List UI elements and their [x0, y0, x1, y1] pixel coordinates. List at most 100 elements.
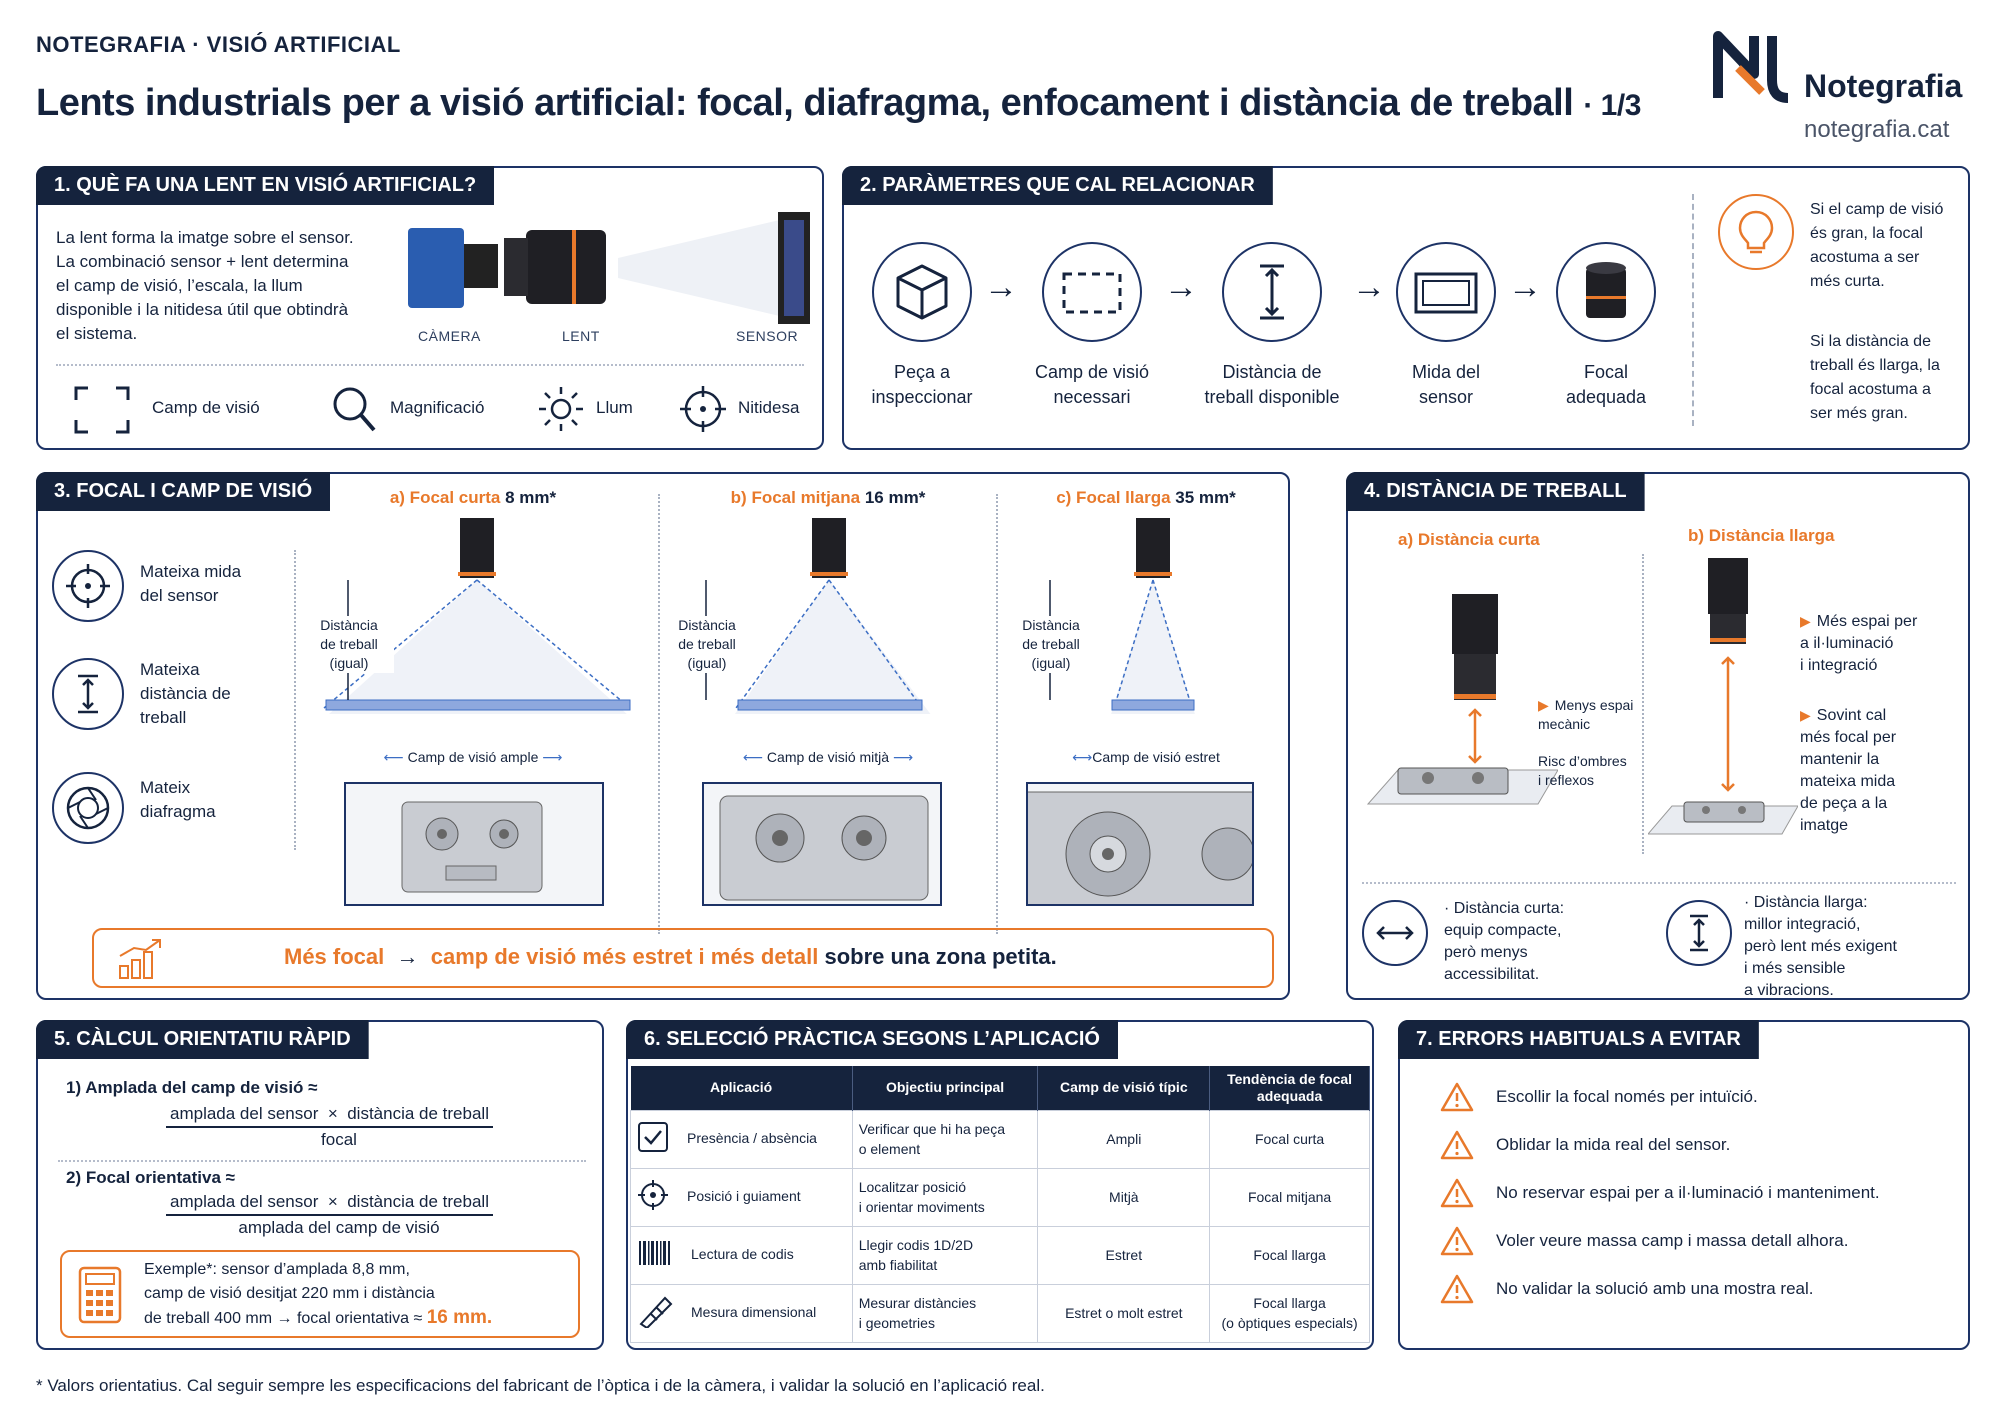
- warning-icon: [1440, 1082, 1474, 1112]
- step-sensor-circle: [1396, 242, 1496, 342]
- step-fov-circle: [1042, 242, 1142, 342]
- brand-name: Notegrafia: [1804, 68, 1963, 104]
- cell-fov: Estret o molt estret: [1037, 1283, 1211, 1343]
- calculator-icon: [78, 1266, 122, 1324]
- column-heading: b) Focal mitjana 16 mm*: [730, 488, 926, 507]
- growth-chart-icon: [119, 939, 161, 979]
- icon-label-magnification: Magnificació: [390, 398, 485, 417]
- column-heading: c) Focal llarga 35 mm*: [1056, 488, 1236, 507]
- cell-application: Mesura dimensional: [630, 1283, 853, 1343]
- lightbulb-icon: [1738, 210, 1774, 254]
- fov-narrow-label: ⟷Camp de visió estret: [1072, 749, 1220, 765]
- caption-sensor: SENSOR: [736, 328, 799, 344]
- step-focal-circle: [1556, 242, 1656, 342]
- aperture-icon: [66, 786, 110, 830]
- cell-application: Posició i guiament: [630, 1167, 853, 1227]
- camera-lens-sensor-illustration: [408, 212, 810, 324]
- formula-2-denominator: amplada del camp de visió: [238, 1218, 440, 1237]
- part-image-medium: [702, 782, 942, 906]
- magnify-icon: [333, 387, 376, 432]
- cell-fov: Estret: [1037, 1225, 1211, 1285]
- panel-what-lens-does: 1. QUÈ FA UNA LENT EN VISIÓ ARTIFICIAL? …: [36, 166, 824, 450]
- horizontal-arrows-circle: [1362, 900, 1428, 966]
- long-distance-summary: · Distància llarga:millor integració,per…: [1744, 894, 1897, 999]
- light-sun-icon: [539, 387, 583, 431]
- vertical-distance-icon: [1690, 914, 1708, 952]
- fov-cone-medium-illustration: [705, 518, 931, 714]
- part-illustration: [401, 801, 543, 893]
- same-aperture-circle: [52, 772, 124, 844]
- vertical-distance-icon: [78, 674, 98, 714]
- panel-1-title: 1. QUÈ FA UNA LENT EN VISIÓ ARTIFICIAL?: [36, 166, 495, 205]
- caliper-icon: [637, 1294, 673, 1333]
- error-item: Escollir la focal només per intuïció.: [1440, 1082, 1758, 1112]
- field-of-view-icon: [74, 386, 130, 434]
- cell-focal: Focal mitjana: [1209, 1167, 1370, 1227]
- panel-4-title: 4. DISTÀNCIA DE TREBALL: [1346, 472, 1645, 511]
- part-image-wide: [344, 782, 604, 906]
- caption-lens: LENT: [562, 328, 600, 344]
- fov-cone-wide-illustration: [323, 518, 631, 714]
- dashed-frame-icon: [1062, 272, 1122, 314]
- lens-icon: [526, 230, 606, 304]
- panel-5-title: 5. CÀLCUL ORIENTATIU RÀPID: [36, 1020, 369, 1059]
- target-icon: [637, 1179, 669, 1216]
- desc-line: el sistema.: [56, 324, 138, 343]
- error-item: Voler veure massa camp i massa detall al…: [1440, 1226, 1848, 1256]
- panel-2-title: 2. PARÀMETRES QUE CAL RELACIONAR: [842, 166, 1273, 205]
- lens-barrel-icon: [1586, 262, 1626, 318]
- camera-body-icon: [408, 228, 464, 308]
- sensor-rect-icon: [1414, 272, 1478, 314]
- column-header: Aplicació: [630, 1066, 853, 1110]
- formula-1-label: 1) Amplada del camp de visió ≈: [66, 1078, 318, 1097]
- formula-2-numerator: amplada del sensor × distància de trebal…: [166, 1190, 493, 1216]
- crosshair-icon: [66, 564, 110, 608]
- same-sensor-circle: [52, 550, 124, 622]
- long-distance-heading: b) Distància llarga: [1688, 526, 1835, 545]
- panel-working-distance: 4. DISTÀNCIA DE TREBALL a) Distància cur…: [1346, 472, 1970, 1000]
- part-image-narrow: [1026, 782, 1254, 906]
- icon-label-fov: Camp de visió: [152, 398, 260, 417]
- brand-url[interactable]: notegrafia.cat: [1804, 116, 1950, 143]
- short-distance-heading: a) Distància curta: [1398, 530, 1540, 549]
- long-distance-illustration: [1648, 558, 1798, 835]
- part-illustration: [1028, 791, 1252, 904]
- step-part-circle: [872, 242, 972, 342]
- desc-line: La lent forma la imatge sobre el sensor.: [56, 228, 354, 247]
- cell-fov: Ampli: [1037, 1109, 1211, 1169]
- desc-line: disponible i la nitidesa útil que obtind…: [56, 300, 349, 319]
- cube-icon: [896, 264, 948, 320]
- panel-common-errors: 7. ERRORS HABITUALS A EVITAR Escollir la…: [1398, 1020, 1970, 1350]
- banner-text: Més focal → camp de visió més estret i m…: [284, 944, 1057, 969]
- page-title: Lents industrials per a visió artificial…: [36, 82, 1641, 125]
- column-header: Tendència de focal adequada: [1209, 1066, 1370, 1110]
- header-kicker: NOTEGRAFIA · VISIÓ ARTIFICIAL: [36, 32, 401, 57]
- formula-1-numerator: amplada del sensor × distància de trebal…: [166, 1102, 493, 1128]
- error-item: No validar la solució amb una mostra rea…: [1440, 1274, 1813, 1304]
- vertical-distance-icon: [1260, 264, 1284, 320]
- step-arrow: →: [1164, 268, 1198, 306]
- double-arrow-horizontal-icon: [1376, 926, 1414, 940]
- same-distance-circle: [52, 658, 124, 730]
- warning-icon: [1440, 1130, 1474, 1160]
- column-header: Camp de visió típic: [1037, 1066, 1211, 1110]
- cell-fov: Mitjà: [1037, 1167, 1211, 1227]
- example-text: Exemple*: sensor d’amplada 8,8 mm, camp …: [144, 1261, 493, 1328]
- focal-summary-banner: Més focal → camp de visió més estret i m…: [92, 928, 1274, 988]
- step-arrow: →: [984, 268, 1018, 306]
